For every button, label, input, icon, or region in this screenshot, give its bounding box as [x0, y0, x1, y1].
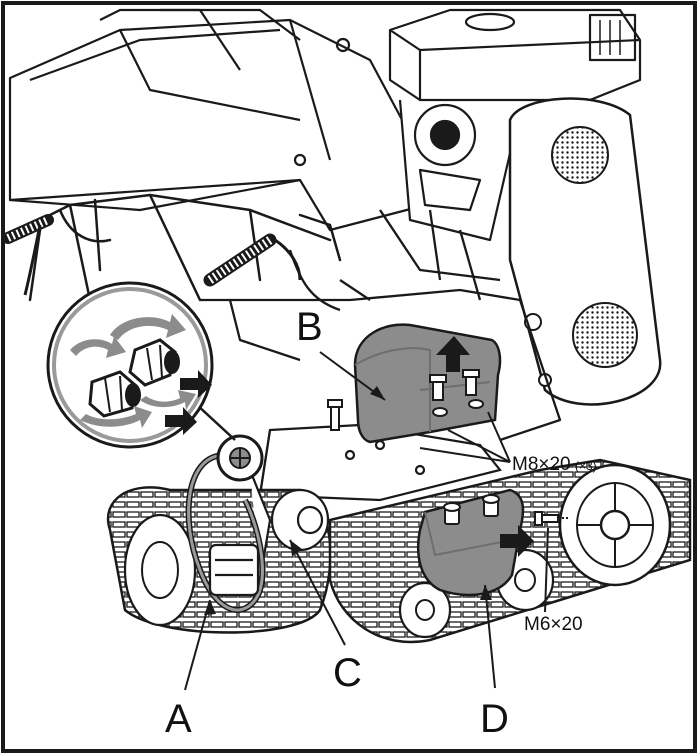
- chassis-frame: [200, 209, 562, 442]
- fitting-nut-lower: [88, 370, 141, 418]
- cover-b-bolts: [429, 369, 484, 417]
- cover-d-bolts: [443, 494, 500, 525]
- leader-c: [289, 539, 346, 646]
- handle-grip-left: [2, 214, 54, 244]
- rotation-arrows-icon: [70, 314, 196, 428]
- removal-arrow-icon: [165, 370, 212, 435]
- engine: [388, 8, 642, 242]
- fitting-nut-upper: [128, 338, 180, 387]
- hydraulic-pump: [208, 543, 260, 597]
- label-a: A: [165, 697, 192, 741]
- leader-d: [484, 584, 496, 689]
- leader-c-arrow: [290, 540, 302, 556]
- leader-m8-1: [447, 429, 511, 463]
- label-d: D: [480, 697, 509, 741]
- leader-m8-2: [487, 411, 511, 463]
- drive-hub: [248, 469, 330, 581]
- right-arrow-icon: [500, 525, 534, 557]
- m6-bolt: [534, 511, 570, 526]
- leader-a: [184, 599, 211, 691]
- label-bolt-m8: M8×20: [512, 454, 571, 475]
- leader-b-arrow: [370, 386, 385, 400]
- leader-m6: [544, 527, 549, 613]
- label-b: B: [296, 305, 323, 349]
- label-c: C: [333, 651, 362, 695]
- hose-fitting: [216, 434, 264, 482]
- belt-guard: [508, 97, 662, 406]
- label-bolt-m6: M6×20: [524, 614, 583, 635]
- leader-a-arrow: [204, 600, 216, 615]
- up-arrow-icon: [436, 336, 470, 372]
- label-bolt-m8-qty: (×3): [575, 459, 597, 473]
- handle-grip-right: [203, 233, 277, 287]
- dump-bucket: [8, 8, 447, 232]
- leader-m8-3: [419, 447, 511, 463]
- control-lever: [23, 224, 42, 296]
- leader-d-arrow: [480, 585, 492, 600]
- cover-b-bolt-loose: [327, 399, 343, 431]
